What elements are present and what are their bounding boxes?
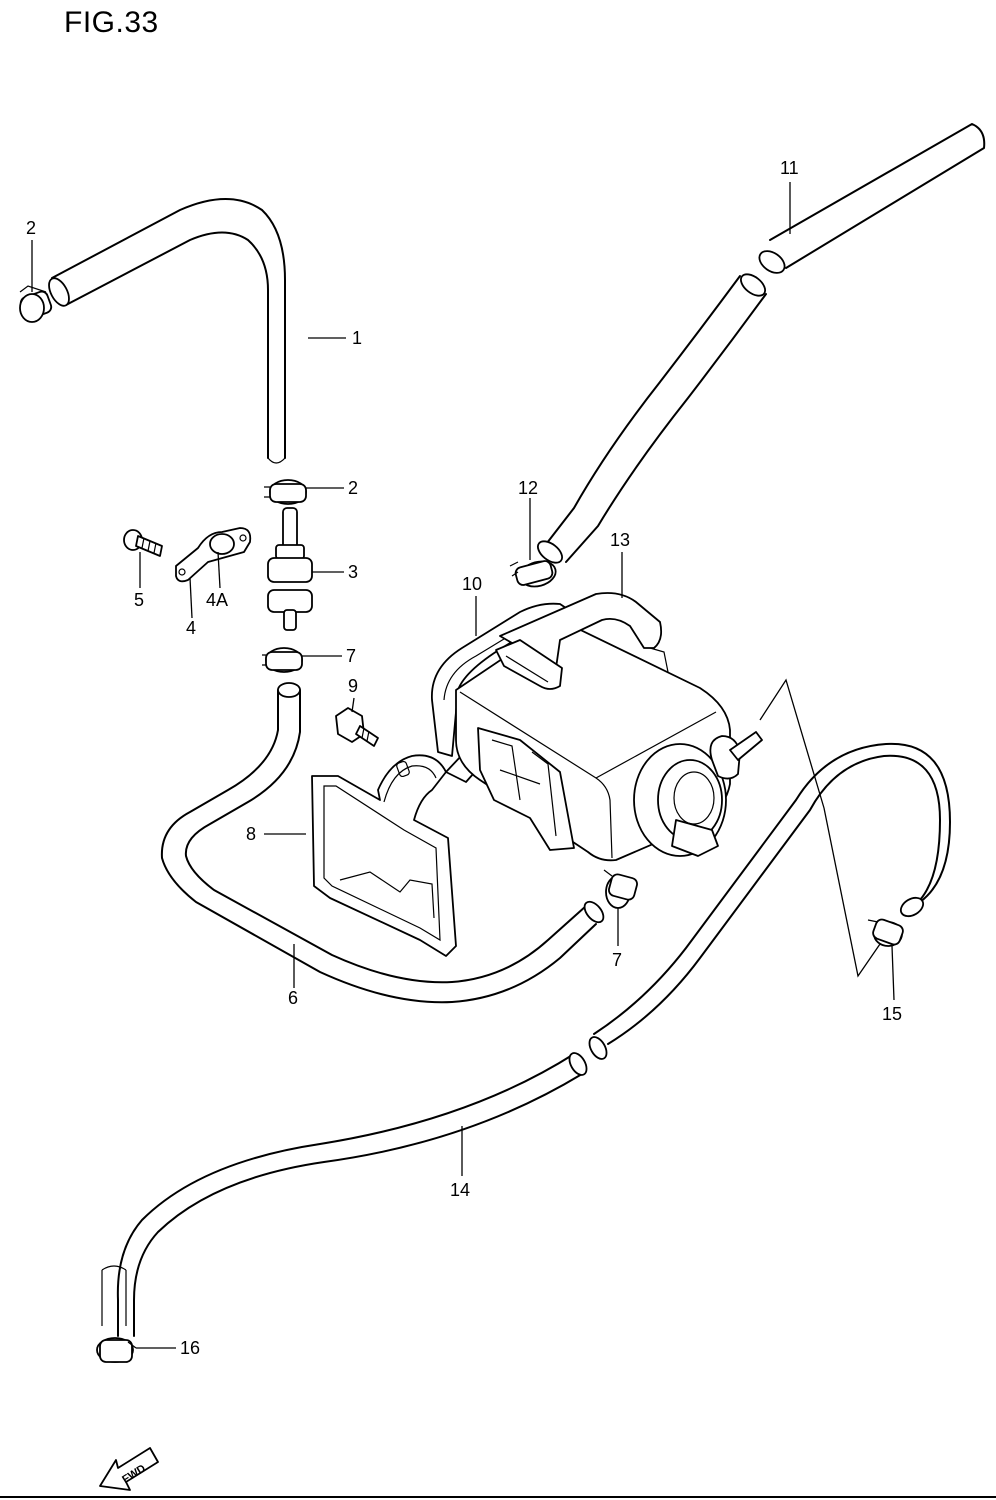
clamp-15[interactable]	[867, 918, 905, 947]
callout-15: 15	[882, 1004, 902, 1024]
callout-4a: 4A	[206, 590, 228, 610]
figure-title: FIG.33	[64, 6, 159, 39]
callout-14: 14	[450, 1180, 470, 1200]
clamp-2-lower[interactable]	[264, 479, 307, 505]
callout-4: 4	[186, 618, 196, 638]
callout-3: 3	[348, 562, 358, 582]
clamp-7-lower[interactable]	[603, 869, 638, 909]
leader-lines	[31, 182, 895, 1349]
callout-13: 13	[610, 530, 630, 550]
callout-6: 6	[288, 988, 298, 1008]
callout-7-lower: 7	[612, 950, 622, 970]
callouts: 1 2 2 3 5 4 4A 7 9 8 6 7 10 11 12 13 14 …	[26, 158, 902, 1358]
callout-2-lower: 2	[348, 478, 358, 498]
bracket-4[interactable]	[175, 527, 252, 583]
callout-10: 10	[462, 574, 482, 594]
callout-7-upper: 7	[346, 646, 356, 666]
clamp-12[interactable]	[509, 558, 558, 590]
hose-14[interactable]	[101, 742, 951, 1337]
bolt-9[interactable]	[335, 707, 379, 747]
callout-5: 5	[134, 590, 144, 610]
callout-1: 1	[352, 328, 362, 348]
clamp-7-upper[interactable]	[262, 647, 303, 673]
callout-9: 9	[348, 676, 358, 696]
callout-12: 12	[518, 478, 538, 498]
callout-16: 16	[180, 1338, 200, 1358]
clamp-2-upper[interactable]	[19, 285, 53, 323]
fwd-arrow: FWD	[99, 1447, 159, 1491]
callout-8: 8	[246, 824, 256, 844]
hose-1[interactable]	[45, 198, 286, 464]
bolt-5[interactable]	[123, 529, 163, 557]
canister-10[interactable]	[431, 602, 763, 862]
hose-11[interactable]	[534, 123, 986, 567]
callout-11: 11	[780, 158, 799, 178]
hose-6[interactable]	[160, 682, 607, 1004]
callout-2-upper: 2	[26, 218, 36, 238]
filter-3[interactable]	[267, 507, 313, 631]
clamp-16[interactable]	[96, 1337, 137, 1363]
strap-13[interactable]	[495, 592, 669, 690]
